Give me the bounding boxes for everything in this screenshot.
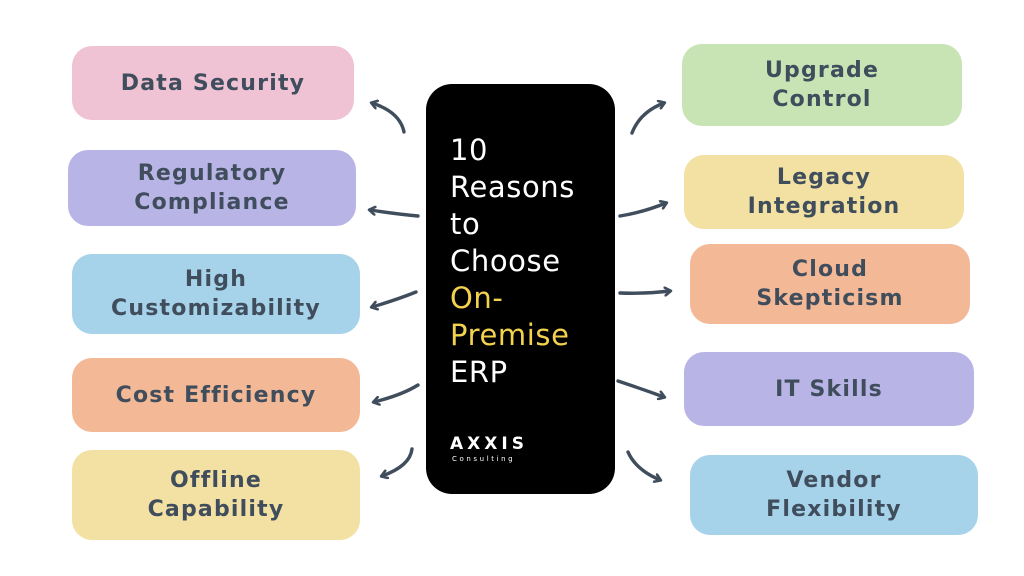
arrow-to-cloud-skepticism <box>618 291 670 293</box>
title-line: Choose <box>450 244 561 278</box>
card-label-line: Cloud <box>791 257 869 282</box>
card-label-line: IT Skills <box>775 376 883 402</box>
center-title-panel: 10 Reasons to Choose On- Premise ERP AXX… <box>426 84 615 494</box>
axxis-logo: AXXIS Consulting <box>450 434 560 464</box>
card-label-line: Data Security <box>120 70 306 96</box>
reason-card-cost-efficiency: Cost Efficiency <box>72 358 360 432</box>
card-label-line: Customizability <box>111 296 321 321</box>
card-label-line: High <box>184 267 248 292</box>
card-label-line: Skepticism <box>756 286 904 311</box>
reason-card-legacy-integration: Legacy Integration <box>684 155 964 229</box>
card-label-line: Cost Efficiency <box>115 382 317 408</box>
title-line: 10 <box>450 133 489 167</box>
arrow-to-offline-capability <box>382 447 414 476</box>
reason-card-upgrade-control: Upgrade Control <box>682 44 962 126</box>
title-highlight-line: Premise <box>450 318 570 352</box>
brand-name: AXXIS <box>450 434 528 454</box>
center-title: 10 Reasons to Choose On- Premise ERP <box>450 132 615 391</box>
card-label-line: Control <box>772 87 872 112</box>
title-line: ERP <box>450 355 508 389</box>
arrow-to-cost-efficiency <box>374 383 420 402</box>
card-label-line: Capability <box>147 497 285 522</box>
arrow-to-regulatory-compliance <box>370 210 420 218</box>
reason-card-data-security: Data Security <box>72 46 354 120</box>
card-label-line: Vendor <box>786 468 882 493</box>
title-line: Reasons <box>450 170 576 204</box>
arrow-to-vendor-flexibility <box>626 450 660 480</box>
reason-card-offline-capability: Offline Capability <box>72 450 360 540</box>
card-label-line: Offline <box>170 468 262 493</box>
arrow-to-high-customizability <box>372 290 418 307</box>
card-label-line: Compliance <box>134 190 290 215</box>
arrow-to-upgrade-control <box>630 103 664 135</box>
title-highlight-line: On- <box>450 281 504 315</box>
reason-card-regulatory-compliance: Regulatory Compliance <box>68 150 356 226</box>
reason-card-high-customizability: High Customizability <box>72 254 360 334</box>
arrow-to-data-security <box>372 103 406 134</box>
card-label-line: Flexibility <box>766 497 902 522</box>
arrow-to-legacy-integration <box>618 203 666 218</box>
brand-subtitle: Consulting <box>452 455 516 463</box>
card-label-line: Regulatory <box>137 161 287 186</box>
card-label-line: Integration <box>747 194 901 219</box>
card-label-line: Upgrade <box>764 58 880 83</box>
title-line: to <box>450 207 481 241</box>
reason-card-it-skills: IT Skills <box>684 352 974 426</box>
card-label-line: Legacy <box>776 165 872 190</box>
arrow-to-it-skills <box>616 379 664 397</box>
reason-card-cloud-skepticism: Cloud Skepticism <box>690 244 970 324</box>
reason-card-vendor-flexibility: Vendor Flexibility <box>690 455 978 535</box>
